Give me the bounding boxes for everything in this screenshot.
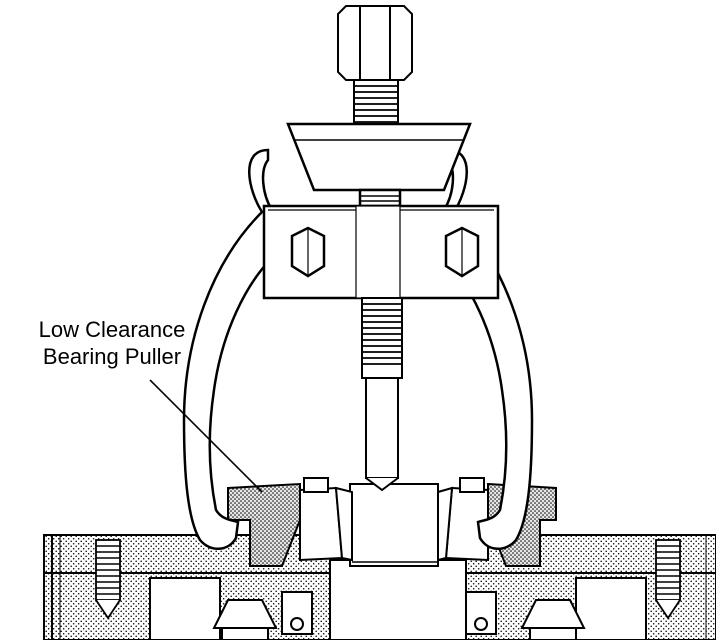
hex-head xyxy=(337,5,413,81)
roller-cages xyxy=(281,591,497,635)
bearing-rollers-left xyxy=(299,477,353,562)
housing-bolt-right xyxy=(655,539,681,620)
callout-leader-line xyxy=(149,379,263,493)
bearing-rollers-right xyxy=(437,477,489,562)
callout-label: Low Clearance Bearing Puller xyxy=(6,316,218,370)
lower-cones xyxy=(212,599,586,640)
housing-bolt-left xyxy=(95,539,121,620)
callout-label-line-2: Bearing Puller xyxy=(42,344,182,369)
bearing-inner xyxy=(349,483,439,567)
cone-nut xyxy=(286,122,472,208)
housing-bore xyxy=(329,559,467,640)
housing xyxy=(43,534,716,640)
screw-shank xyxy=(361,297,403,492)
forcing-screw xyxy=(337,5,413,133)
yoke xyxy=(262,204,500,300)
puller-arm-left xyxy=(182,148,274,550)
callout-label-line-1: Low Clearance xyxy=(38,317,186,342)
